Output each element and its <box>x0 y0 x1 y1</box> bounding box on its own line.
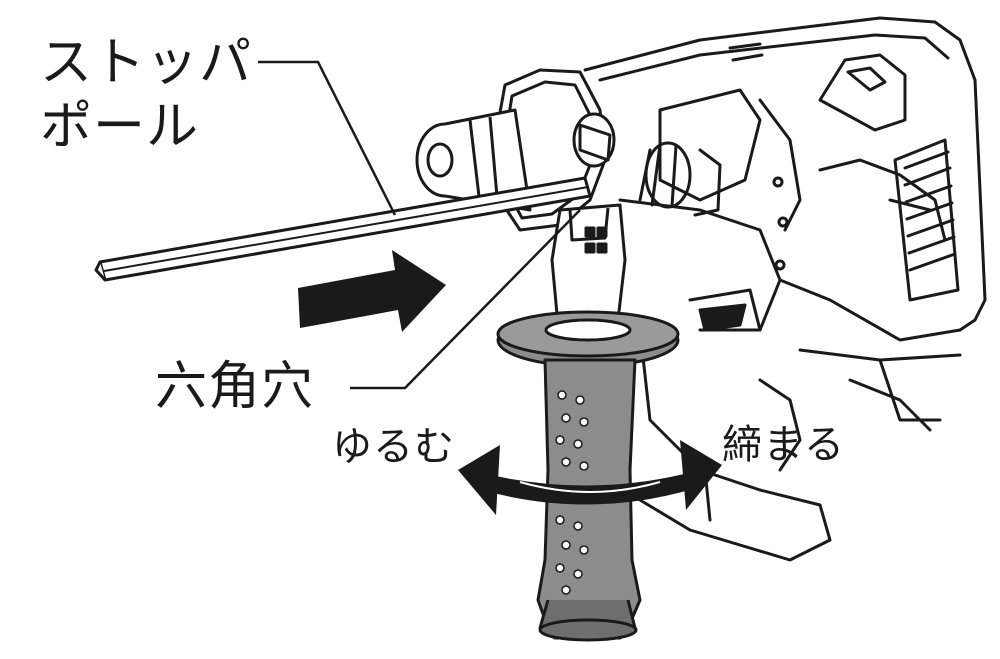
drill-body <box>583 16 987 562</box>
rotate-double-arrow-icon <box>458 440 722 515</box>
insert-arrow-icon <box>298 250 446 332</box>
label-hex-hole: 六角穴 <box>155 357 315 417</box>
side-handle <box>496 203 680 642</box>
label-stopper-pole-line1: ストッパ <box>40 33 253 93</box>
label-stopper-pole-line2: ポール <box>40 97 200 157</box>
leader-lines <box>258 60 581 390</box>
label-tighten: 締まる <box>722 422 845 468</box>
leader-stopper-pole <box>258 60 397 216</box>
label-loosen: ゆるむ <box>332 424 455 470</box>
leader-hex-hole <box>350 209 581 390</box>
stopper-pole <box>94 176 592 282</box>
